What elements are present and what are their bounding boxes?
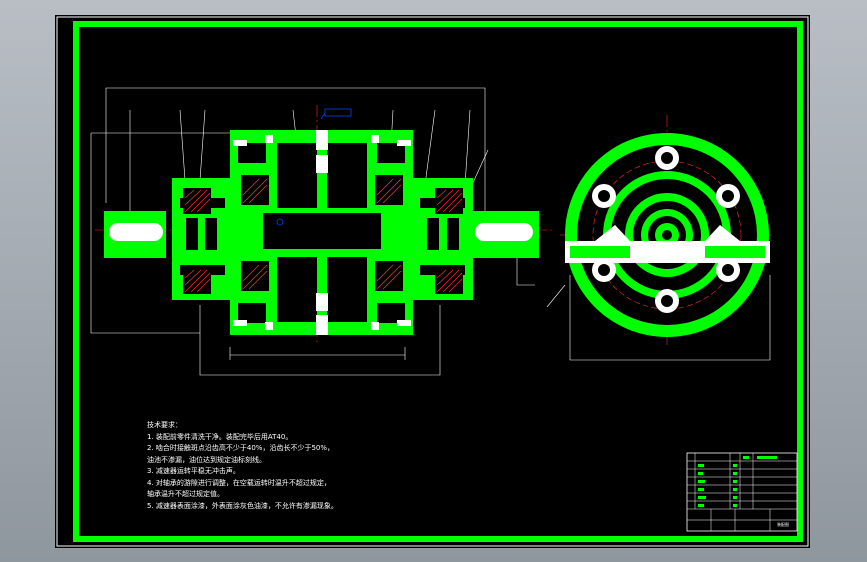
notes-title: 技术要求： — [147, 421, 182, 429]
side-view — [565, 133, 770, 337]
left-keyway — [109, 223, 163, 241]
drawing-name: 装配图 — [777, 521, 789, 527]
note-line-5: 4. 对轴承的游隙进行调整，在空载运转时温升不超过规定， — [147, 478, 331, 487]
outer-border — [56, 16, 809, 547]
note-line-7: 5. 减速器表面涂漆，外表面涂灰色油漆，不允许有渗漏现象。 — [147, 501, 338, 510]
datum-marker — [276, 218, 284, 226]
drawing-frame — [73, 21, 803, 542]
note-line-6: 轴承温升不超过规定值。 — [147, 490, 224, 498]
central-shaft-bore — [263, 213, 381, 249]
gear-markers — [233, 130, 411, 335]
section-hatching — [184, 178, 463, 293]
front-view — [104, 108, 539, 335]
bolt-holes — [592, 146, 740, 313]
right-keyway — [475, 223, 533, 241]
leader-lines — [129, 109, 566, 308]
assembly-drawing: 装配图 — [56, 16, 809, 547]
note-line-4: 3. 减速器运转平稳无冲击声。 — [147, 467, 240, 475]
tolerance-annotation — [324, 108, 352, 117]
title-block: 装配图 — [686, 452, 798, 532]
note-line-1: 1. 装配前零件清洗干净。装配完毕后用AT40。 — [147, 432, 293, 441]
drawing-sheet: 装配图 技术要求： 1. 装配前零件清洗干净。装配完毕后用AT40。 2. 啮合… — [55, 15, 810, 548]
note-line-3: 油池不渗漏，油位达到规定油标刻线。 — [147, 455, 266, 464]
dimension-lines — [90, 87, 771, 376]
note-line-2: 2. 啮合时接触斑点沿齿高不少于40%，沿齿长不少于50%， — [147, 444, 335, 452]
technical-requirements: 技术要求： 1. 装配前零件清洗干净。装配完毕后用AT40。 2. 啮合时接触斑… — [147, 420, 407, 512]
